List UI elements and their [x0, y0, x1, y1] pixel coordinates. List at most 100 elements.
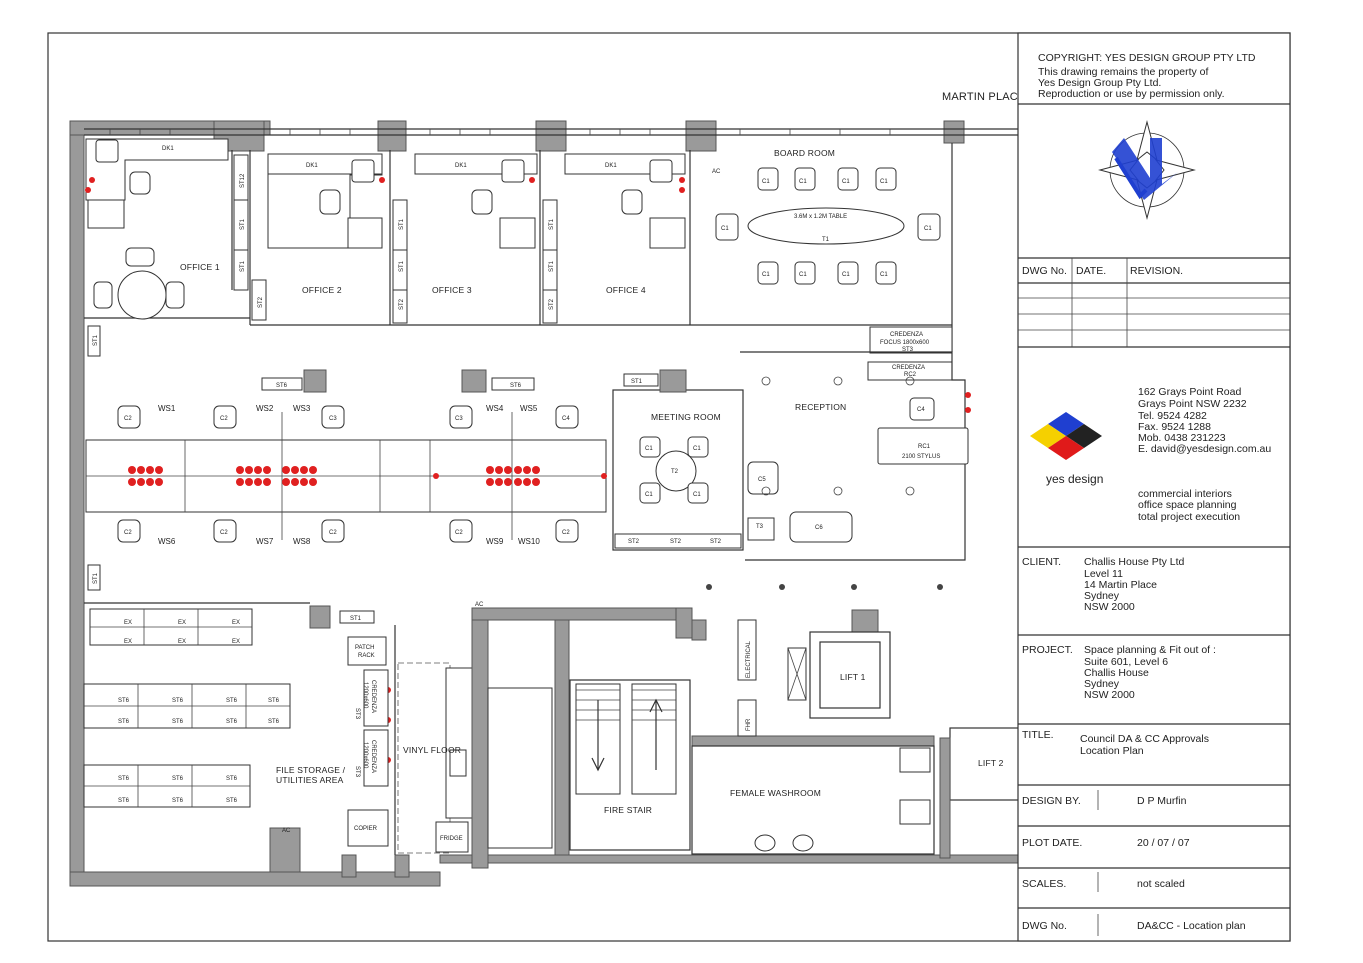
reception-label: RECEPTION	[795, 402, 846, 412]
revision-headers: DWG No. DATE. REVISION.	[1022, 265, 1183, 277]
svg-text:ST1: ST1	[93, 334, 99, 346]
svg-text:DK1: DK1	[162, 146, 174, 152]
svg-text:20 / 07 / 07: 20 / 07 / 07	[1137, 837, 1190, 849]
svg-text:C4: C4	[562, 416, 570, 422]
west-wall	[69, 120, 85, 887]
office-shelves	[87, 154, 558, 591]
svg-text:D P Murfin: D P Murfin	[1137, 795, 1187, 807]
desk-labels: DK1 DK1 DK1 DK1 AC	[162, 146, 721, 175]
svg-text:ST1: ST1	[549, 218, 555, 230]
svg-text:DK1: DK1	[306, 163, 318, 169]
svg-text:14 Martin Place: 14 Martin Place	[1084, 579, 1157, 591]
svg-text:ST1: ST1	[399, 218, 405, 230]
svg-text:EX: EX	[178, 639, 186, 645]
client-block: CLIENT. Challis House Pty Ltd Level 11 1…	[1022, 556, 1185, 613]
svg-text:ST6: ST6	[276, 383, 288, 389]
svg-text:ST2: ST2	[399, 298, 405, 310]
svg-text:C1: C1	[842, 179, 850, 185]
svg-text:DK1: DK1	[605, 163, 617, 169]
svg-text:DATE.: DATE.	[1076, 265, 1106, 277]
kitchenette: FRIDGE VINYL FLOOR	[397, 662, 473, 854]
svg-text:ST3: ST3	[354, 766, 360, 778]
svg-text:ST6: ST6	[172, 776, 184, 782]
svg-text:WS8: WS8	[293, 537, 311, 546]
svg-text:Level 11: Level 11	[1084, 568, 1123, 580]
svg-text:ST1: ST1	[240, 218, 246, 230]
svg-text:ST1: ST1	[350, 616, 362, 622]
pier	[394, 854, 410, 878]
svg-text:ST3: ST3	[902, 347, 914, 353]
svg-text:C1: C1	[842, 272, 850, 278]
credenzas: CREDENZA FOCUS 1800x600 ST3 CREDENZA RC2	[867, 326, 953, 381]
svg-text:WS1: WS1	[158, 404, 176, 413]
svg-text:Challis House Pty Ltd: Challis House Pty Ltd	[1084, 556, 1185, 568]
title-block: COPYRIGHT: YES DESIGN GROUP PTY LTD This…	[1017, 32, 1291, 942]
svg-text:DESIGN BY.: DESIGN BY.	[1022, 795, 1081, 807]
svg-text:Tel. 9524 4282: Tel. 9524 4282	[1138, 410, 1207, 422]
building-core: AC FIRE STAIR ELECTRICAL FHR FEMALE WASH…	[471, 602, 1021, 869]
pier	[685, 120, 717, 152]
dwg-no-row: DWG No. DA&CC - Location plan	[1022, 920, 1246, 932]
svg-text:Sydney: Sydney	[1084, 678, 1120, 690]
svg-text:Sydney: Sydney	[1084, 590, 1120, 602]
south-wall	[69, 871, 441, 887]
lift-2-label: LIFT 2	[978, 758, 1004, 768]
svg-text:C1: C1	[924, 226, 932, 232]
svg-text:C1: C1	[762, 179, 770, 185]
svg-text:E. david@yesdesign.com.au: E. david@yesdesign.com.au	[1138, 443, 1271, 455]
svg-text:C2: C2	[124, 416, 132, 422]
svg-text:TITLE.: TITLE.	[1022, 729, 1054, 741]
svg-text:AC: AC	[282, 828, 291, 834]
floor-plan: ST12 ST1 ST1 ST2 ST1 ST1 ST2 ST1 ST1 ST2…	[69, 91, 1026, 887]
svg-text:2100 STYLUS: 2100 STYLUS	[902, 454, 940, 460]
svg-text:PLOT DATE.: PLOT DATE.	[1022, 837, 1082, 849]
svg-text:3.6M x 1.2M TABLE: 3.6M x 1.2M TABLE	[794, 214, 847, 220]
copyright-line-4: Reproduction or use by permission only.	[1038, 88, 1225, 100]
svg-text:C2: C2	[455, 530, 463, 536]
board-room-label: BOARD ROOM	[774, 148, 835, 158]
svg-text:ST2: ST2	[549, 298, 555, 310]
svg-text:DWG No.: DWG No.	[1022, 265, 1067, 277]
office-1-label: OFFICE 1	[180, 262, 220, 272]
svg-text:Location Plan: Location Plan	[1080, 745, 1144, 757]
svg-text:C2: C2	[124, 530, 132, 536]
copyright-line-1: COPYRIGHT: YES DESIGN GROUP PTY LTD	[1038, 52, 1256, 64]
svg-text:ST6: ST6	[118, 719, 130, 725]
svg-text:T2: T2	[671, 469, 679, 475]
svg-text:C2: C2	[220, 530, 228, 536]
copyright-block: COPYRIGHT: YES DESIGN GROUP PTY LTD This…	[1038, 52, 1256, 100]
office-4-label: OFFICE 4	[606, 285, 646, 295]
svg-text:C1: C1	[693, 446, 701, 452]
pier	[269, 827, 301, 873]
svg-text:NSW 2000: NSW 2000	[1084, 601, 1135, 613]
svg-text:T1: T1	[822, 237, 830, 243]
project-block: PROJECT. Space planning & Fit out of : S…	[1022, 644, 1216, 701]
street-label: MARTIN PLACE	[942, 91, 1026, 103]
svg-text:C2: C2	[329, 530, 337, 536]
svg-text:C5: C5	[758, 477, 766, 483]
svg-text:total project execution: total project execution	[1138, 511, 1240, 523]
svg-text:CLIENT.: CLIENT.	[1022, 556, 1061, 568]
svg-text:1200x600: 1200x600	[362, 682, 368, 709]
svg-text:C2: C2	[220, 416, 228, 422]
vinyl-floor-label: VINYL FLOOR	[403, 745, 461, 755]
title-block-title: TITLE. Council DA & CC Approvals Locatio…	[1022, 729, 1209, 757]
svg-text:Challis House: Challis House	[1084, 667, 1149, 679]
shelf-labels: ST12 ST1 ST1 ST2 ST1 ST1 ST2 ST1 ST1 ST2…	[93, 173, 555, 584]
svg-text:ST6: ST6	[172, 698, 184, 704]
svg-text:DA&CC - Location plan: DA&CC - Location plan	[1137, 920, 1246, 932]
svg-text:ST6: ST6	[226, 698, 238, 704]
svg-text:EX: EX	[124, 620, 132, 626]
copyright-line-3: Yes Design Group Pty Ltd.	[1038, 77, 1161, 89]
svg-text:NSW 2000: NSW 2000	[1084, 689, 1135, 701]
svg-text:CREDENZA: CREDENZA	[892, 365, 925, 371]
svg-text:ST6: ST6	[172, 798, 184, 804]
south-wall-east	[439, 854, 1021, 864]
svg-text:Mob. 0438 231223: Mob. 0438 231223	[1138, 432, 1226, 444]
reception: RECEPTION RC1 2100 STYLUS C4 C5 C6 T3	[706, 351, 969, 590]
svg-text:162 Grays Point Road: 162 Grays Point Road	[1138, 386, 1241, 398]
